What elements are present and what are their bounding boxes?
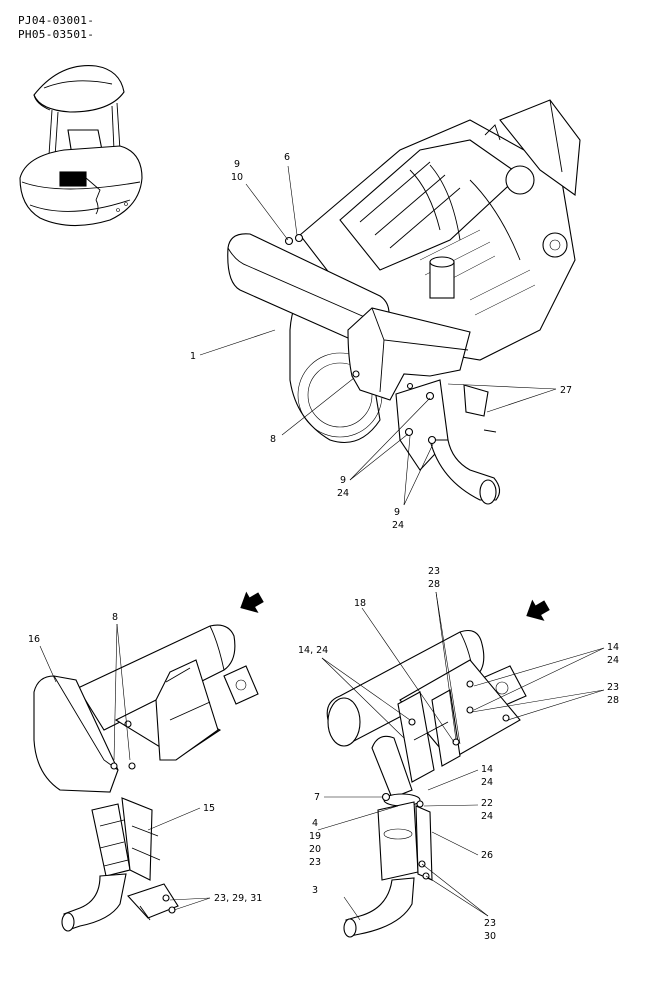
- muffler-bracket-view: [326, 599, 550, 938]
- callout-14-24: 14, 24: [298, 645, 328, 656]
- callout-23c: 23: [607, 682, 619, 693]
- callout-9: 9: [234, 159, 240, 170]
- callout-20: 20: [309, 844, 321, 855]
- callout-22: 22: [481, 798, 493, 809]
- callout-26: 26: [481, 850, 493, 861]
- part-code-line-2: PH05-03501-: [18, 28, 95, 41]
- callouts: 9 10 6 1 27 8 9 24 9 24 8 16 15 23, 29, …: [28, 152, 619, 942]
- machine-location-view: [19, 65, 143, 227]
- callout-10: 10: [231, 172, 243, 183]
- callout-4: 4: [312, 818, 318, 829]
- callout-3: 3: [312, 885, 318, 896]
- callout-15: 15: [203, 803, 215, 814]
- callout-24e: 24: [481, 811, 493, 822]
- callout-19: 19: [309, 831, 321, 842]
- callout-18: 18: [354, 598, 366, 609]
- callout-6: 6: [284, 152, 290, 163]
- callout-27: 27: [560, 385, 572, 396]
- callout-24b: 24: [392, 520, 404, 531]
- callout-23-29-31: 23, 29, 31: [214, 893, 262, 904]
- callout-16: 16: [28, 634, 40, 645]
- callout-24: 24: [337, 488, 349, 499]
- callout-9b: 9: [340, 475, 346, 486]
- muffler-cover-view: [33, 591, 264, 932]
- callout-24d: 24: [481, 777, 493, 788]
- callout-7: 7: [314, 792, 320, 803]
- callout-28: 28: [428, 579, 440, 590]
- callout-30: 30: [484, 931, 496, 942]
- callout-24c: 24: [607, 655, 619, 666]
- callout-8: 8: [270, 434, 276, 445]
- callout-14b: 14: [607, 642, 619, 653]
- callout-1: 1: [190, 351, 196, 362]
- callout-28b: 28: [607, 695, 619, 706]
- callout-8b: 8: [112, 612, 118, 623]
- part-code-line-1: PJ04-03001-: [18, 14, 95, 27]
- callout-23d: 23: [309, 857, 321, 868]
- callout-23e: 23: [484, 918, 496, 929]
- callout-14c: 14: [481, 764, 493, 775]
- callout-9c: 9: [394, 507, 400, 518]
- callout-23b: 23: [428, 566, 440, 577]
- engine-overview: [227, 99, 581, 505]
